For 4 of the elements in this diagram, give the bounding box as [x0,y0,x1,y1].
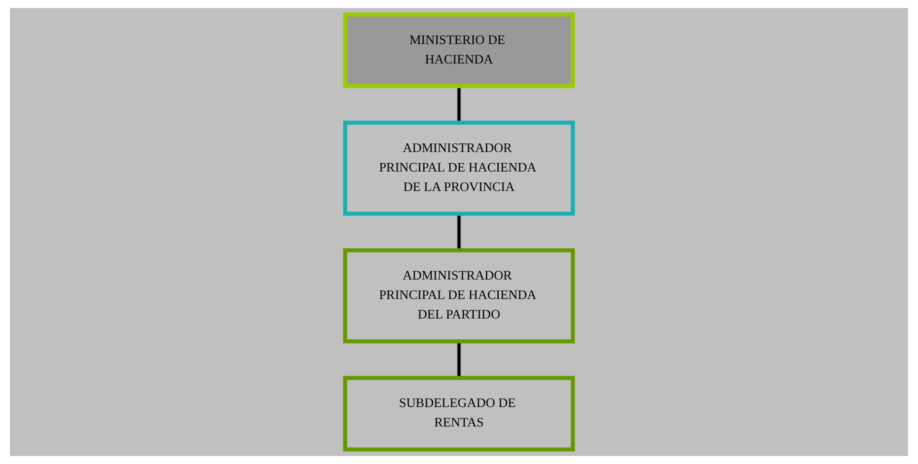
node-box: MINISTERIO DE HACIENDA [343,12,575,88]
node-box: SUBDELEGADO DE RENTAS [343,376,575,452]
node-box: ADMINISTRADOR PRINCIPAL DE HACIENDA DE LA PROVINCIA [343,120,575,216]
node-box: ADMINISTRADOR PRINCIPAL DE HACIENDA DEL PARTIDO [343,248,575,344]
